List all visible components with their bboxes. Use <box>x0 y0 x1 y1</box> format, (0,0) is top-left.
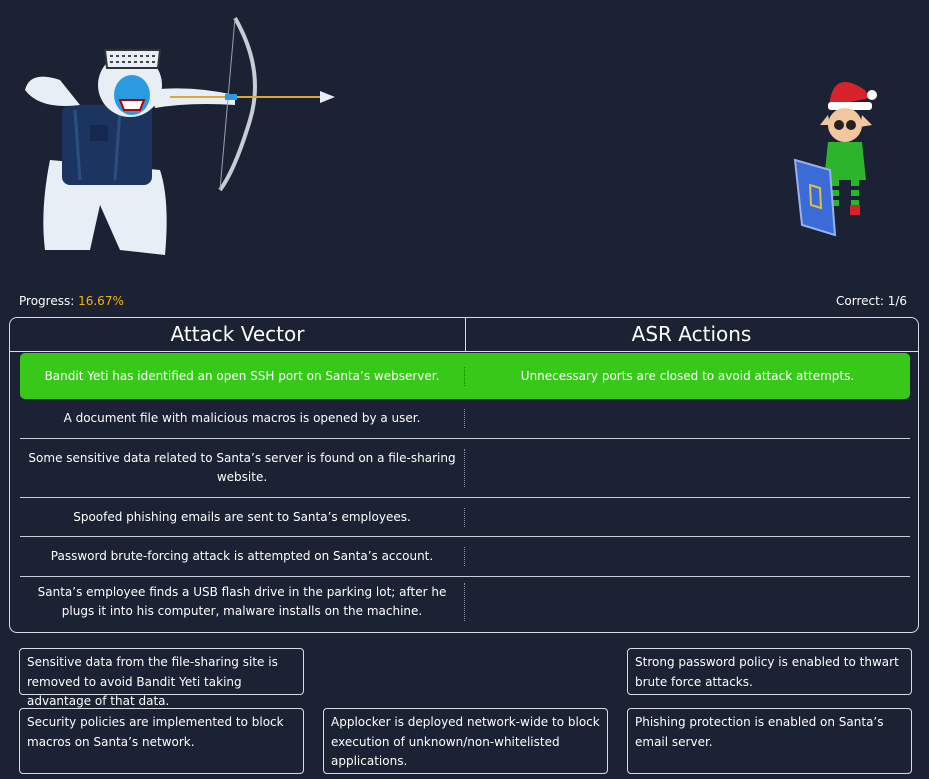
correct-count: Correct: 1/6 <box>836 294 907 308</box>
asr-action-card[interactable]: Applocker is deployed network-wide to bl… <box>323 708 608 774</box>
attack-vector-cell: Spoofed phishing emails are sent to Sant… <box>20 507 465 527</box>
table-row: Some sensitive data related to Santa’s s… <box>20 439 910 498</box>
progress-label: Progress: <box>19 294 75 308</box>
table-row: Santa’s employee finds a USB flash drive… <box>20 577 910 627</box>
table-row: Spoofed phishing emails are sent to Sant… <box>20 498 910 537</box>
progress-indicator: Progress: 16.67% <box>19 294 124 308</box>
asr-action-card[interactable]: Phishing protection is enabled on Santa’… <box>627 708 912 774</box>
matching-board: Attack Vector ASR Actions Bandit Yeti ha… <box>9 317 919 633</box>
attack-vector-cell: Password brute-forcing attack is attempt… <box>20 547 465 566</box>
elf-illustration <box>793 82 877 237</box>
asr-actions-header: ASR Actions <box>631 322 752 346</box>
attack-vector-cell: A document file with malicious macros is… <box>20 409 465 428</box>
attack-vector-cell: Santa’s employee finds a USB flash drive… <box>20 583 465 621</box>
asr-action-drop-zone[interactable]: Unnecessary ports are closed to avoid at… <box>520 369 855 383</box>
hero-illustration <box>0 0 929 290</box>
progress-value: 16.67% <box>78 294 124 308</box>
asr-action-card[interactable]: Security policies are implemented to blo… <box>19 708 304 774</box>
attack-vector-header: Attack Vector <box>10 318 466 351</box>
attack-vector-cell: Bandit Yeti has identified an open SSH p… <box>20 366 465 386</box>
table-row: Bandit Yeti has identified an open SSH p… <box>20 353 910 399</box>
board-header: Attack Vector ASR Actions <box>10 318 918 352</box>
progress-row: Progress: 16.67% Correct: 1/6 <box>19 294 907 310</box>
asr-action-card[interactable]: Strong password policy is enabled to thw… <box>627 648 912 695</box>
attack-vector-cell: Some sensitive data related to Santa’s s… <box>20 449 465 487</box>
table-row: A document file with malicious macros is… <box>20 399 910 439</box>
bandit-yeti-illustration <box>25 17 335 255</box>
asr-action-card[interactable]: Sensitive data from the file-sharing sit… <box>19 648 304 708</box>
table-row: Password brute-forcing attack is attempt… <box>20 537 910 577</box>
